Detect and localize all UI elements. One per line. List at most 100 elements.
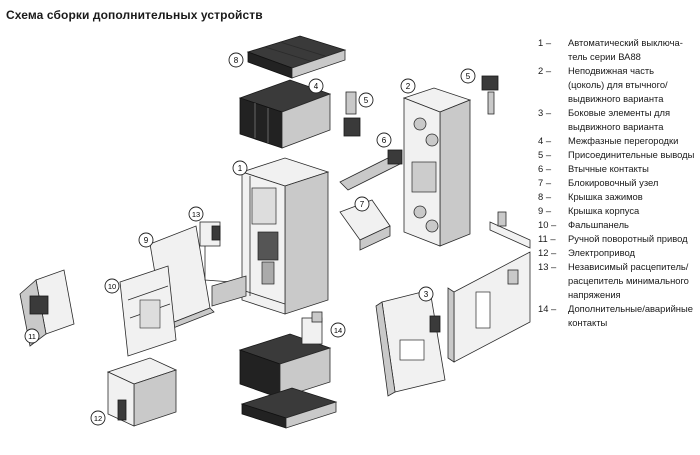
legend-item: 12 – Электропривод — [538, 246, 698, 260]
legend-number: 4 – — [538, 135, 552, 146]
side-element-large-part-3 — [447, 251, 531, 363]
diagram-title: Схема сборки дополнительных устройств — [6, 8, 263, 22]
callout-6: 6 — [376, 132, 392, 148]
terminal-cover-lower-part-8 — [240, 387, 338, 429]
callout-9: 9 — [138, 232, 154, 248]
legend-text: Фальшпанель — [568, 218, 698, 232]
svg-text:11: 11 — [28, 332, 36, 341]
callout-5a: 5 — [358, 92, 374, 108]
legend-text-line: тель серии ВА88 — [568, 51, 641, 62]
svg-text:7: 7 — [360, 200, 365, 209]
legend-text: Ручной поворотный привод — [568, 232, 698, 246]
legend-text-line: Автоматический выключа- — [568, 37, 683, 48]
plug-in-contact-part-6 — [339, 149, 403, 191]
shunt-release-part-13 — [199, 221, 233, 283]
legend-number: 5 – — [538, 149, 552, 160]
side-element-part-3 — [375, 289, 446, 397]
legend-text-line: контакты — [568, 317, 608, 328]
phase-barriers-upper-part-4 — [238, 79, 332, 149]
terminal-connector-part-5a — [343, 91, 361, 137]
callout-5b: 5 — [460, 68, 476, 84]
legend-item: 9 – Крышка корпуса — [538, 204, 698, 218]
legend-number: 2 – — [538, 65, 552, 76]
legend-text: Крышка корпуса — [568, 204, 698, 218]
legend-text: Присоединительные выводы — [568, 148, 698, 162]
legend-item: 8 – Крышка зажимов — [538, 190, 698, 204]
legend-text: Межфазные перегородки — [568, 134, 698, 148]
callout-10: 10 — [104, 278, 120, 294]
legend-text-line: Электропривод — [568, 247, 635, 258]
callout-7: 7 — [354, 196, 370, 212]
svg-text:8: 8 — [234, 56, 239, 65]
legend-text: Автоматический выключа-тель серии ВА88 — [568, 36, 698, 64]
plug-in-base-part-2 — [402, 87, 472, 247]
svg-text:10: 10 — [108, 282, 116, 291]
callout-13: 13 — [188, 206, 204, 222]
legend-text-line: (цоколь) для втычного/ — [568, 79, 668, 90]
legend-number: 7 – — [538, 177, 552, 188]
svg-text:3: 3 — [424, 290, 429, 299]
legend-item: 13 –Независимый расцепитель/расцепитель … — [538, 260, 698, 302]
parts-legend: 1 – Автоматический выключа-тель серии ВА8… — [538, 36, 698, 330]
legend-text-line: Боковые элементы для — [568, 107, 671, 118]
svg-text:1: 1 — [238, 164, 243, 173]
terminal-connector-part-5b — [481, 75, 499, 115]
false-panel-part-10 — [119, 265, 177, 357]
svg-text:5: 5 — [466, 72, 471, 81]
legend-text: Блокировочный узел — [568, 176, 698, 190]
aux-contact-part-14 — [301, 311, 323, 345]
legend-text-line: Крышка зажимов — [568, 191, 643, 202]
legend-item: 4 – Межфазные перегородки — [538, 134, 698, 148]
legend-item: 11 – Ручной поворотный привод — [538, 232, 698, 246]
legend-text-line: Межфазные перегородки — [568, 135, 679, 146]
legend-text-line: Неподвижная часть — [568, 65, 655, 76]
legend-text: Крышка зажимов — [568, 190, 698, 204]
legend-text-line: выдвижного варианта — [568, 121, 664, 132]
legend-text-line: напряжения — [568, 289, 621, 300]
connector-bar — [211, 275, 247, 307]
legend-item: 10 – Фальшпанель — [538, 218, 698, 232]
legend-text: Независимый расцепитель/расцепитель мини… — [568, 260, 698, 302]
svg-text:5: 5 — [364, 96, 369, 105]
svg-text:2: 2 — [406, 82, 411, 91]
legend-text-line: Втычные контакты — [568, 163, 649, 174]
svg-text:13: 13 — [192, 210, 200, 219]
interlock-part-7 — [339, 199, 391, 251]
svg-text:14: 14 — [334, 326, 342, 335]
legend-text: Электропривод — [568, 246, 698, 260]
callout-1: 1 — [232, 160, 248, 176]
legend-number: 8 – — [538, 191, 552, 202]
legend-item: 6 – Втычные контакты — [538, 162, 698, 176]
legend-item: 2 – Неподвижная часть (цоколь) для втычног… — [538, 64, 698, 106]
svg-text:4: 4 — [314, 82, 319, 91]
legend-text-line: Независимый расцепитель/ — [568, 261, 689, 272]
callout-2: 2 — [400, 78, 416, 94]
callout-14: 14 — [330, 322, 346, 338]
legend-text-line: Ручной поворотный привод — [568, 233, 688, 244]
legend-text: Неподвижная часть(цоколь) для втычного/в… — [568, 64, 698, 106]
terminal-cover-part-8 — [246, 35, 347, 79]
svg-text:12: 12 — [94, 414, 102, 423]
legend-item: 5 – Присоединительные выводы — [538, 148, 698, 162]
legend-text-line: расцепитель минимального — [568, 275, 689, 286]
legend-number: 1 – — [538, 37, 552, 48]
rotary-handle-part-11 — [19, 269, 75, 347]
legend-item: 1 – Автоматический выключа-тель серии ВА8… — [538, 36, 698, 64]
legend-text-line: Блокировочный узел — [568, 177, 659, 188]
legend-text: Боковые элементы для выдвижного варианта — [568, 106, 698, 134]
legend-item: 7 – Блокировочный узел — [538, 176, 698, 190]
legend-number: 10 – — [538, 219, 557, 230]
legend-number: 6 – — [538, 163, 552, 174]
legend-number: 14 – — [538, 303, 557, 314]
callout-3: 3 — [418, 286, 434, 302]
legend-number: 11 – — [538, 233, 556, 244]
motor-operator-part-12 — [106, 357, 178, 427]
legend-number: 12 – — [538, 247, 557, 258]
legend-text-line: Фальшпанель — [568, 219, 629, 230]
legend-number: 9 – — [538, 205, 552, 216]
rail-part — [489, 211, 531, 249]
circuit-breaker-part-1 — [240, 157, 330, 315]
callout-8: 8 — [228, 52, 244, 68]
